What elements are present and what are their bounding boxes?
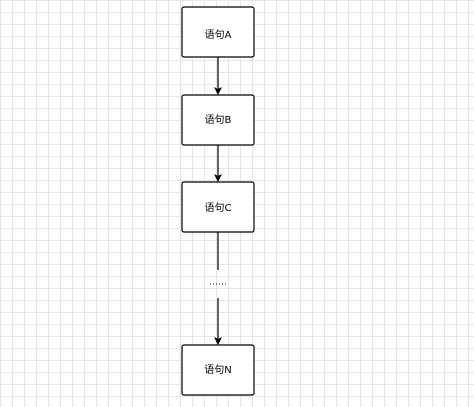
node-label: 语句A <box>205 28 232 41</box>
node-statement-b[interactable]: 语句B <box>181 94 255 146</box>
node-label: 语句B <box>205 113 232 126</box>
node-label: 语句N <box>204 363 231 376</box>
node-label: 语句C <box>205 201 232 214</box>
node-box <box>181 344 255 396</box>
node-statement-c[interactable]: 语句C <box>181 181 255 233</box>
node-statement-a[interactable]: 语句A <box>181 6 255 58</box>
node-statement-n[interactable]: 语句N <box>181 344 255 396</box>
ellipsis-text: …… <box>209 278 227 288</box>
